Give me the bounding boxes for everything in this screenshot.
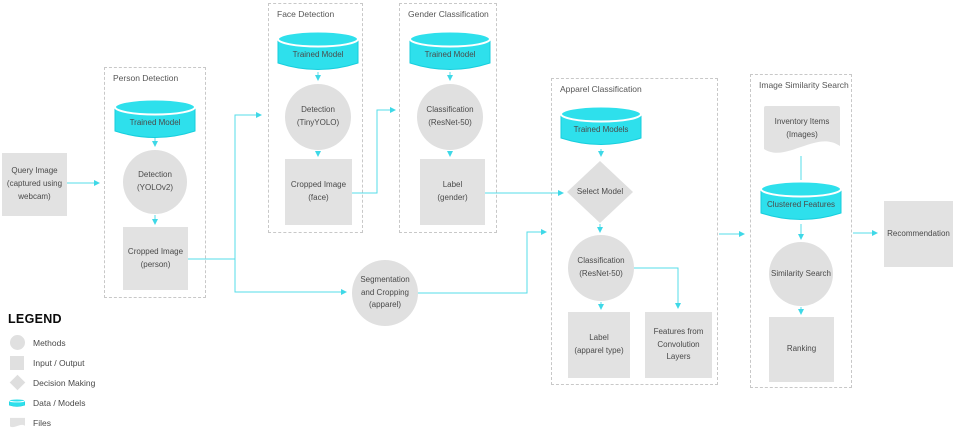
legend-row-methods: Methods — [8, 335, 95, 350]
connector-cropped-person-to-segmentation — [234, 259, 347, 295]
detection-tinyyolo-node: Detection (TinyYOLO) — [285, 84, 351, 150]
segmentation-cropping-label: Segmentation and Cropping (apparel) — [360, 274, 410, 310]
query-image-node: Query Image (captured using webcam) — [2, 153, 67, 216]
legend-label-input-output: Input / Output — [33, 357, 85, 368]
decision-diamond-icon — [8, 374, 26, 391]
methods-circle-icon — [8, 335, 26, 350]
group-title-face-detection: Face Detection — [277, 9, 335, 19]
data-models-cylinder-icon — [8, 396, 26, 410]
label-gender-node: Label (gender) — [420, 159, 485, 225]
recommendation-label: Recommendation — [887, 228, 950, 238]
inventory-items-node: Inventory Items (Images) — [764, 106, 840, 158]
cropped-image-person-node: Cropped Image (person) — [123, 227, 188, 290]
clustered-features-node: Clustered Features — [760, 180, 842, 224]
group-image-similarity-search: Image Similarity Search — [750, 74, 852, 388]
person-trained-model-label: Trained Model — [129, 117, 181, 127]
person-trained-model-node: Trained Model — [114, 98, 196, 142]
group-title-person-detection: Person Detection — [113, 73, 179, 83]
document-shape — [764, 106, 840, 153]
legend-label-decision-making: Decision Making — [33, 377, 96, 388]
cylinder-shape — [560, 105, 642, 145]
legend-label-files: Files — [33, 417, 51, 428]
classification-gender-label: Classification (ResNet-50) — [426, 105, 474, 127]
detection-yolov2-node: Detection (YOLOv2) — [123, 150, 187, 214]
similarity-search-label: Similarity Search — [770, 268, 831, 278]
legend-row-input-output: Input / Output — [8, 355, 95, 370]
cylinder-shape — [409, 30, 491, 70]
ranking-label: Ranking — [786, 344, 817, 354]
select-model-label: Select Model — [576, 186, 624, 196]
cropped-image-face-label: Cropped Image (face) — [290, 180, 347, 202]
features-convolution-label: Features from Convolution Layers — [653, 326, 704, 362]
face-trained-model-node: Trained Model — [277, 30, 359, 74]
group-title-image-similarity-search: Image Similarity Search — [759, 80, 849, 90]
cropped-image-person-label: Cropped Image (person) — [127, 246, 184, 269]
legend-label-methods: Methods — [33, 337, 66, 348]
input-output-square-icon — [8, 355, 26, 370]
classification-apparel-label: Classification (ResNet-50) — [577, 256, 625, 278]
ranking-node: Ranking — [769, 317, 834, 382]
detection-tinyyolo-label: Detection (TinyYOLO) — [296, 105, 340, 127]
gender-trained-model-label: Trained Model — [424, 49, 476, 59]
face-trained-model-label: Trained Model — [292, 49, 344, 59]
query-image-label: Query Image (captured using webcam) — [6, 166, 63, 201]
label-apparel-type-node: Label (apparel type) — [568, 312, 630, 378]
legend-row-data-models: Data / Models — [8, 395, 95, 410]
group-title-apparel-classification: Apparel Classification — [560, 84, 642, 94]
inventory-items-label: Inventory Items (Images) — [774, 117, 830, 139]
segmentation-cropping-node: Segmentation and Cropping (apparel) — [352, 260, 418, 326]
legend-label-data-models: Data / Models — [33, 397, 86, 408]
group-title-gender-classification: Gender Classification — [408, 9, 489, 19]
legend: LEGEND Methods Input / Output Decision M… — [8, 312, 95, 435]
cylinder-shape — [114, 98, 196, 138]
classification-apparel-node: Classification (ResNet-50) — [568, 235, 634, 301]
label-gender-label: Label (gender) — [437, 180, 468, 202]
features-convolution-node: Features from Convolution Layers — [645, 312, 712, 378]
recommendation-node: Recommendation — [884, 201, 953, 267]
similarity-search-node: Similarity Search — [769, 242, 833, 306]
diamond-shape — [567, 161, 633, 223]
gender-trained-model-node: Trained Model — [409, 30, 491, 74]
legend-row-decision-making: Decision Making — [8, 374, 96, 391]
classification-gender-node: Classification (ResNet-50) — [417, 84, 483, 150]
apparel-trained-models-label: Trained Models — [573, 124, 629, 134]
legend-row-files: Files — [8, 415, 95, 430]
label-apparel-type-label: Label (apparel type) — [574, 333, 624, 355]
files-document-icon — [8, 417, 26, 429]
cropped-image-face-node: Cropped Image (face) — [285, 159, 352, 225]
group-apparel-classification: Apparel Classification — [551, 78, 718, 385]
connector-segmentation-to-apparel-group — [418, 229, 547, 294]
clustered-features-label: Clustered Features — [766, 199, 836, 209]
apparel-trained-models-node: Trained Models — [560, 105, 642, 149]
select-model-node: Select Model — [566, 160, 634, 224]
legend-title: LEGEND — [8, 312, 62, 326]
cylinder-shape — [277, 30, 359, 70]
cylinder-shape — [760, 180, 842, 220]
detection-yolov2-label: Detection (YOLOv2) — [136, 170, 173, 192]
